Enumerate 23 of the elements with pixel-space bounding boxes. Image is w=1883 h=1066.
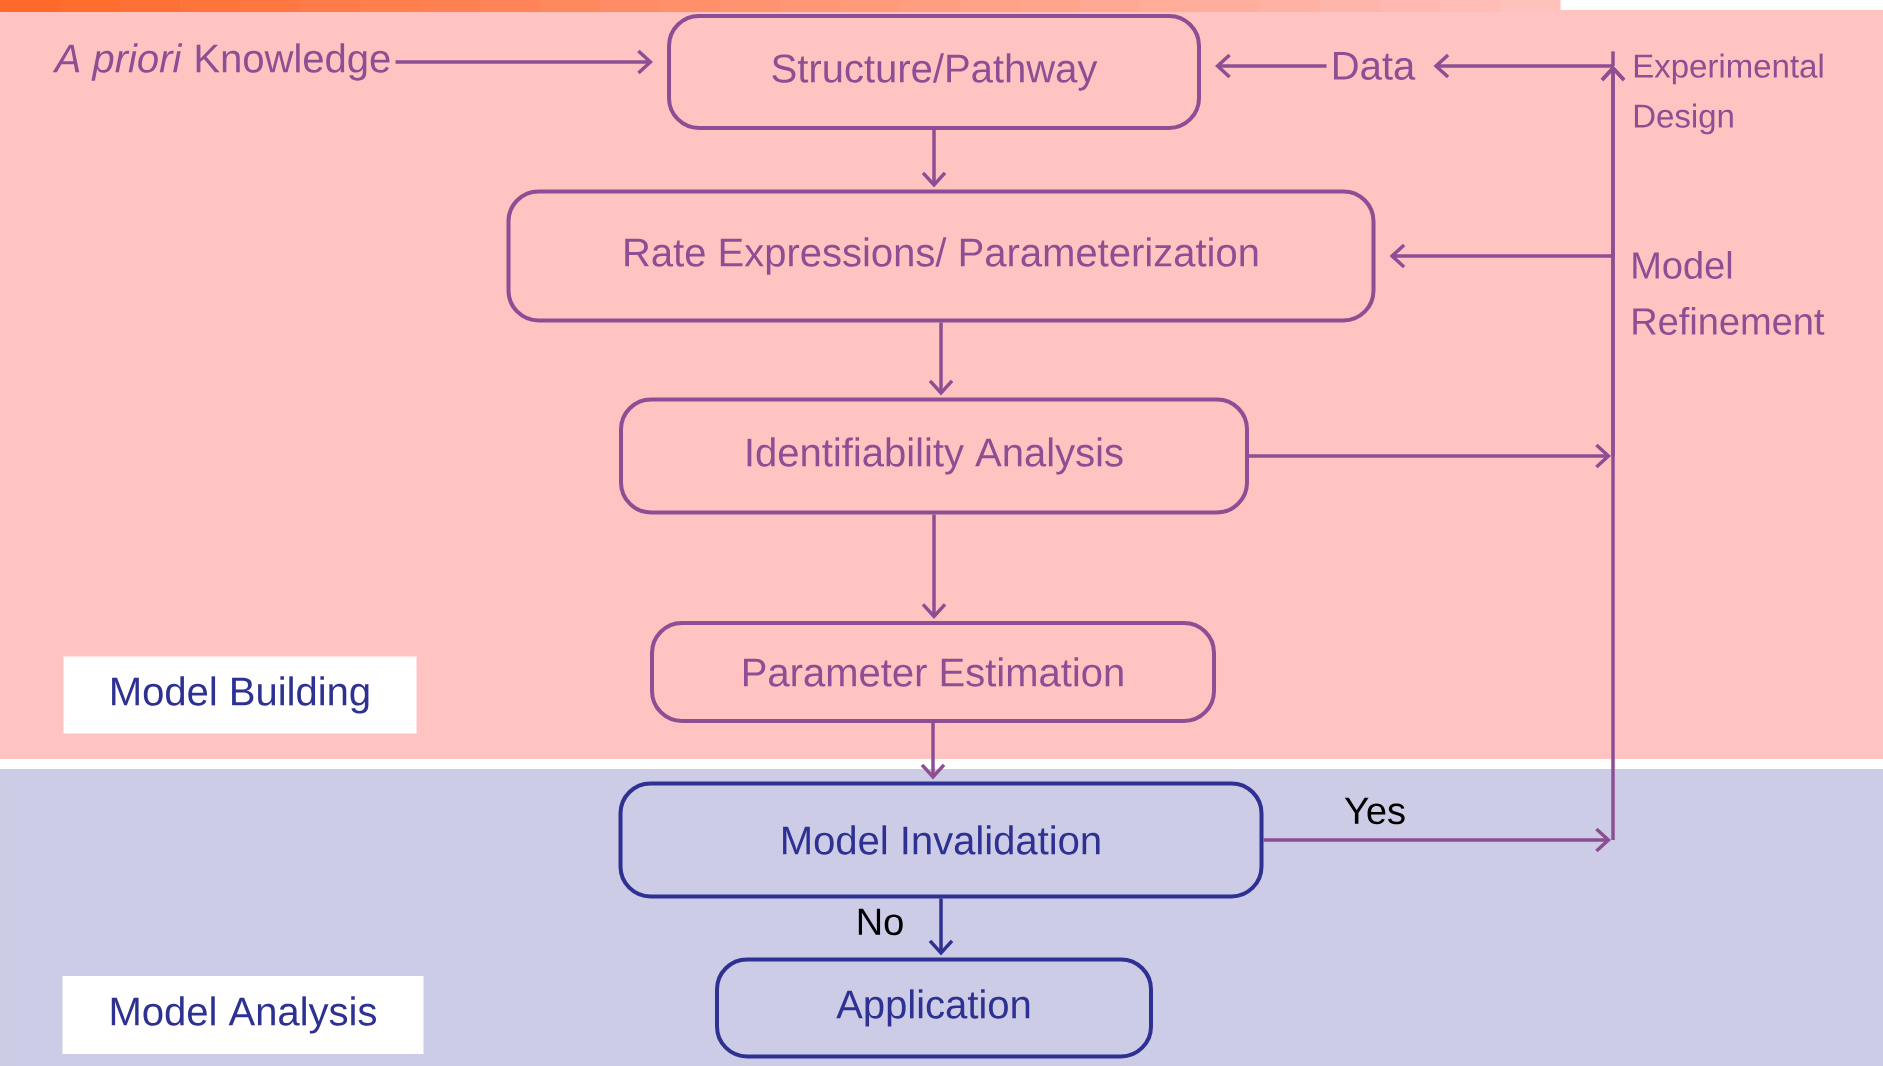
process-box: Application	[715, 957, 1153, 1059]
arrow	[395, 49, 653, 75]
text-label: A priori Knowledge	[52, 43, 390, 81]
arrow	[1433, 51, 1615, 79]
arrow	[921, 130, 947, 188]
text-label: Model Refinement	[1633, 251, 1825, 335]
arrow	[1215, 53, 1327, 79]
section-label: Model Building	[63, 656, 417, 734]
process-box: Parameter Estimation	[650, 621, 1216, 723]
text-label: Data	[1334, 52, 1416, 80]
arrow	[1263, 65, 1626, 853]
arrow	[928, 898, 954, 956]
process-box: Structure/Pathway	[667, 14, 1201, 130]
process-box: Rate Expressions/ Parameterization	[506, 189, 1376, 323]
arrow	[928, 322, 954, 396]
section-label: Model Analysis	[62, 976, 424, 1054]
arrow	[921, 514, 947, 619]
edge-label: No	[858, 908, 903, 936]
process-box: Identifiability Analysis	[619, 397, 1249, 515]
process-box: Model Invalidation	[618, 781, 1264, 899]
text-label: Experimental Design	[1634, 53, 1823, 135]
arrow	[920, 723, 946, 780]
edge-label: Yes	[1344, 797, 1405, 825]
